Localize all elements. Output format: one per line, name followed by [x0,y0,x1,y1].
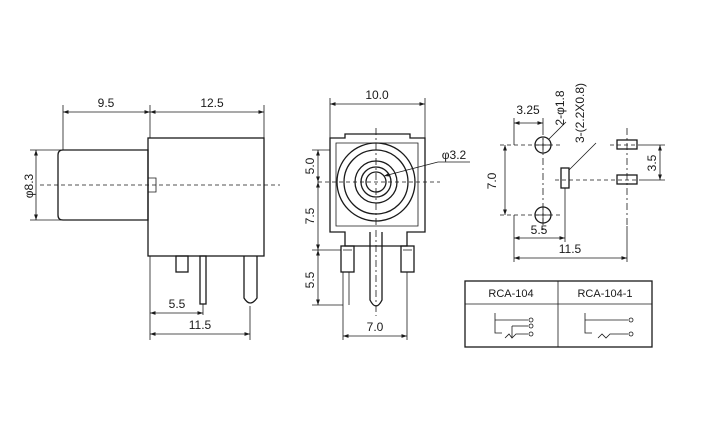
dim-front-width: 10.0 [365,88,389,102]
front-view: 10.0 φ3.2 5.0 7.5 5.5 7.0 [303,88,470,340]
schematic-table: RCA-104 RCA-104-1 [464,280,653,348]
dim-side-diameter: φ8.3 [22,173,36,198]
dim-front-7-5: 7.5 [303,207,317,224]
dim-side-11-5: 11.5 [189,318,212,332]
dim-pcb-hole-pads: 2-φ1.8 [553,90,567,125]
dim-front-hole: φ3.2 [442,148,467,162]
schematic-symbol-rca-104-1 [584,313,634,339]
pcb-layout: 3.25 2-φ1.8 3-(2.2X0.8) 7.0 3.5 5.5 11.5 [485,83,665,262]
dim-pcb-7-0: 7.0 [485,172,499,189]
table-header-rca-104: RCA-104 [488,288,533,300]
dim-pcb-11-5: 11.5 [559,242,582,256]
side-view: 9.5 12.5 φ8.3 5.5 11.5 [22,96,280,340]
dim-front-5-5: 5.5 [303,271,317,288]
dim-side-9-5: 9.5 [98,96,115,110]
dim-front-7-0: 7.0 [367,320,384,334]
schematic-symbol-rca-104 [494,313,534,339]
table-header-rca-104-1: RCA-104-1 [577,288,632,300]
dim-pcb-3-5: 3.5 [645,154,659,171]
dim-front-5-0: 5.0 [303,157,317,174]
dim-pcb-3-25: 3.25 [516,103,540,117]
dim-pcb-5-5: 5.5 [531,223,548,237]
dim-pcb-slot-pads: 3-(2.2X0.8) [573,83,587,143]
dim-side-12-5: 12.5 [200,96,224,110]
dim-side-5-5: 5.5 [169,297,186,311]
